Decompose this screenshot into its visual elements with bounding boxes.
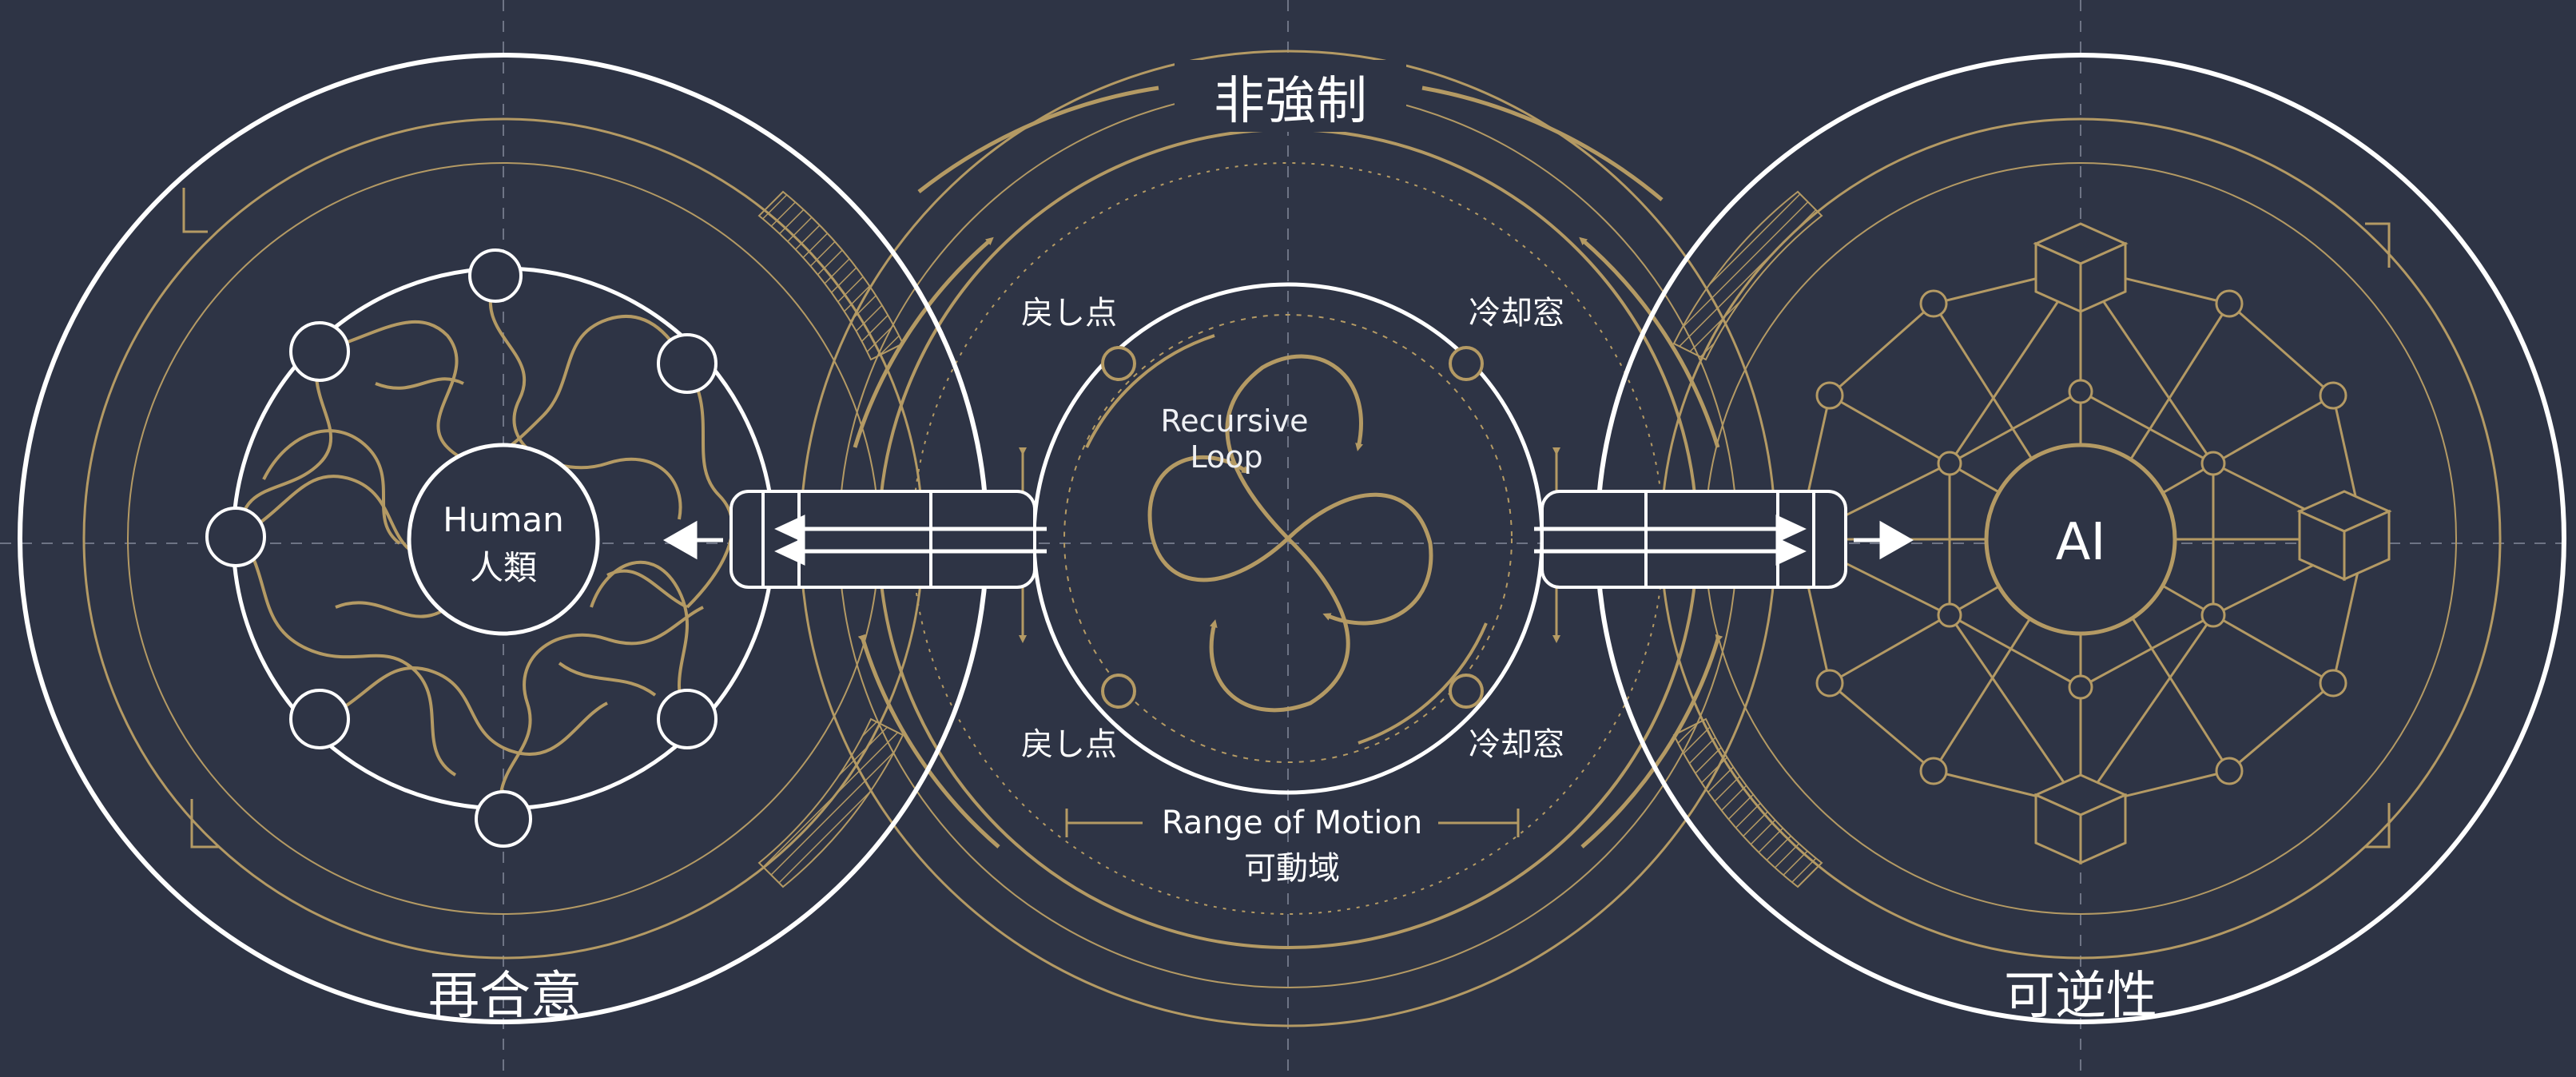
- range-label-en: Range of Motion: [1162, 805, 1422, 841]
- cube-icon: [2033, 222, 2392, 865]
- left-connector: [729, 490, 1036, 589]
- return-point-top: 戻し点: [1021, 295, 1117, 332]
- label-top: 非強制: [1214, 72, 1367, 131]
- title-gap: [1175, 60, 1406, 132]
- label-bottom-left: 再合意: [428, 967, 582, 1026]
- ai-core: [1984, 443, 2177, 636]
- loop-label-line2: Loop: [1190, 439, 1262, 475]
- human-label-en: Human: [443, 500, 563, 539]
- human-network-nodes: [205, 248, 718, 848]
- cooling-window-top: 冷却窓: [1469, 295, 1564, 332]
- flow-arrows: [662, 515, 1914, 566]
- range-label-ja: 可動域: [1244, 850, 1340, 887]
- ai-label: AI: [2056, 513, 2106, 572]
- loop-label-line1: Recursive: [1161, 403, 1309, 439]
- ai-network-nodes: [1782, 289, 2347, 785]
- return-point-bottom: 戻し点: [1021, 726, 1117, 763]
- label-bottom-right: 可逆性: [2004, 967, 2157, 1026]
- human-core: [407, 443, 600, 636]
- right-connector: [1540, 490, 1847, 589]
- human-label-ja: 人類: [470, 548, 537, 587]
- cooling-window-bottom: 冷却窓: [1469, 726, 1564, 763]
